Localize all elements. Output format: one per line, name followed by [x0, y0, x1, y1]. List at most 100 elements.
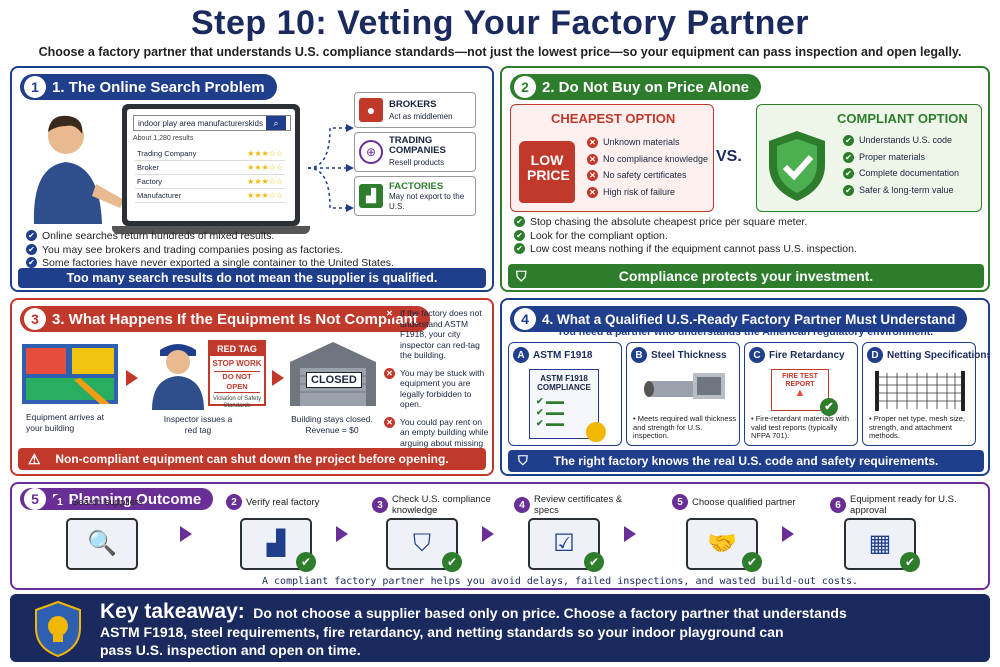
person-icon: ●	[359, 98, 383, 122]
page-subtitle: Choose a factory partner that understand…	[38, 45, 962, 59]
arrow-right-icon	[336, 526, 348, 542]
globe-icon: ⊕	[359, 140, 383, 164]
inspector-illustration	[152, 344, 204, 410]
laptop-search-icon: 🔍	[66, 518, 138, 570]
compliant-item: ✔Proper materials	[843, 151, 959, 163]
takeaway-line-3: pass U.S. inspection and open on time.	[100, 642, 361, 658]
arrow-right-icon	[782, 526, 794, 542]
compliant-option-card: COMPLIANT OPTION ✔Understands U.S. code✔…	[756, 104, 982, 212]
head-shield-icon: ⛉	[386, 518, 458, 570]
compliant-item: ✔Safer & long-term value	[843, 184, 959, 196]
results-list: Trading Company★★★☆☆Broker★★★☆☆Factory★★…	[135, 147, 285, 203]
consequence-item: ✕If the factory does not understand ASTM…	[384, 308, 492, 361]
bullet-item: Low cost means nothing if the equipment …	[514, 243, 857, 257]
search-query: indoor play area manufacturerskids	[138, 118, 263, 128]
bullet-item: Look for the compliant option.	[514, 229, 857, 244]
cheapest-item: ✕No safety certificates	[587, 170, 708, 181]
dashed-arrows	[307, 124, 354, 212]
result-row[interactable]: Manufacturer ★★★☆☆	[135, 189, 285, 203]
card-description: • Fire-retardant materials with valid te…	[751, 414, 850, 440]
search-bar: indoor play area manufacturerskids ⌕	[133, 115, 291, 131]
arrow-right-icon	[482, 526, 494, 542]
bullet-item: Online searches return hundreds of mixed…	[26, 230, 394, 244]
x-icon: ✕	[587, 153, 598, 165]
x-icon: ✕	[587, 186, 598, 198]
result-label: Trading Company	[137, 149, 197, 158]
brokers-label: BROKERS	[389, 99, 437, 110]
lightbulb-shield-icon	[35, 600, 81, 658]
low-price-tag: LOW PRICE	[519, 141, 575, 203]
shield-icon: ⛉	[516, 267, 527, 284]
cheapest-option-list: ✕Unknown materials ✕No compliance knowled…	[587, 137, 708, 203]
red-tag-sign: RED TAG STOP WORK DO NOT OPEN Violation …	[208, 340, 266, 409]
caption-red-tag: Inspector issues a red tag	[163, 414, 233, 435]
cheapest-option-card: CHEAPEST OPTION LOW PRICE ✕Unknown mater…	[510, 104, 714, 212]
section-1-banner: Too many search results do not mean the …	[18, 268, 486, 288]
rating-stars-icon: ★★★☆☆	[247, 177, 283, 186]
bullet-item: Stop chasing the absolute cheapest price…	[514, 216, 857, 230]
section-1-bullets: Online searches return hundreds of mixed…	[26, 230, 394, 271]
shield-icon: ⛉	[518, 453, 528, 468]
takeaway-line-1: Key takeaway: Do not choose a supplier b…	[100, 600, 847, 623]
arrow-right-icon	[180, 526, 192, 542]
section-2-banner: ⛉Compliance protects your investment.	[508, 264, 984, 288]
fire-test-report-icon: FIRE TEST REPORT▲✔	[771, 369, 838, 416]
result-row[interactable]: Broker★★★☆☆	[135, 161, 285, 175]
compliant-item: ✔Complete documentation	[843, 168, 959, 179]
shield-check-icon	[769, 131, 825, 201]
check-icon: ✔	[843, 184, 854, 196]
section-3-points: ✕If the factory does not understand ASTM…	[384, 308, 492, 466]
result-row[interactable]: Factory ★★★☆☆	[135, 175, 285, 189]
compliant-item: ✔Understands U.S. code	[843, 135, 959, 146]
card-description: • Meets required wall thickness and stre…	[633, 414, 737, 440]
takeaway-label: Key takeaway:	[100, 600, 245, 623]
factory-icon: ▟	[359, 184, 383, 208]
section-2-bullets: Stop chasing the absolute cheapest price…	[514, 216, 857, 257]
section-4-intro: You need a partner who understands the A…	[556, 326, 934, 338]
result-label: Factory	[137, 177, 163, 186]
x-icon: ✕	[587, 137, 598, 148]
rating-stars-icon: ★★★☆☆	[247, 191, 283, 200]
closed-sign: CLOSED	[306, 372, 362, 388]
check-icon: ✔	[742, 552, 762, 572]
consequence-item: ✕You may be stuck with equipment you are…	[384, 367, 492, 410]
takeaway-line-2: ASTM F1918, steel requirements, fire ret…	[100, 624, 784, 640]
page-title: Step 10: Vetting Your Factory Partner	[190, 4, 810, 42]
card-description: • Proper net type, mesh size, strength, …	[869, 414, 966, 440]
x-icon: ✕	[384, 416, 395, 428]
check-icon: ✔	[843, 135, 854, 146]
cheapest-item: ✕No compliance knowledge	[587, 153, 708, 165]
flame-icon: ▲	[794, 387, 806, 399]
result-row[interactable]: Trading Company★★★☆☆	[135, 147, 285, 161]
playground-illustration	[22, 344, 118, 404]
arrow-right-icon	[126, 370, 138, 386]
cheapest-item: ✕Unknown materials	[587, 137, 708, 148]
check-icon: ✔	[584, 552, 604, 572]
person-at-computer-illustration	[33, 115, 124, 224]
bullet-item: You may see brokers and trading companie…	[26, 243, 394, 258]
section-4-banner: ⛉The right factory knows the real U.S. c…	[508, 450, 984, 472]
search-button[interactable]: ⌕	[266, 116, 286, 130]
result-label: Manufacturer	[137, 191, 182, 200]
playground-check-icon: ▦	[844, 518, 916, 570]
